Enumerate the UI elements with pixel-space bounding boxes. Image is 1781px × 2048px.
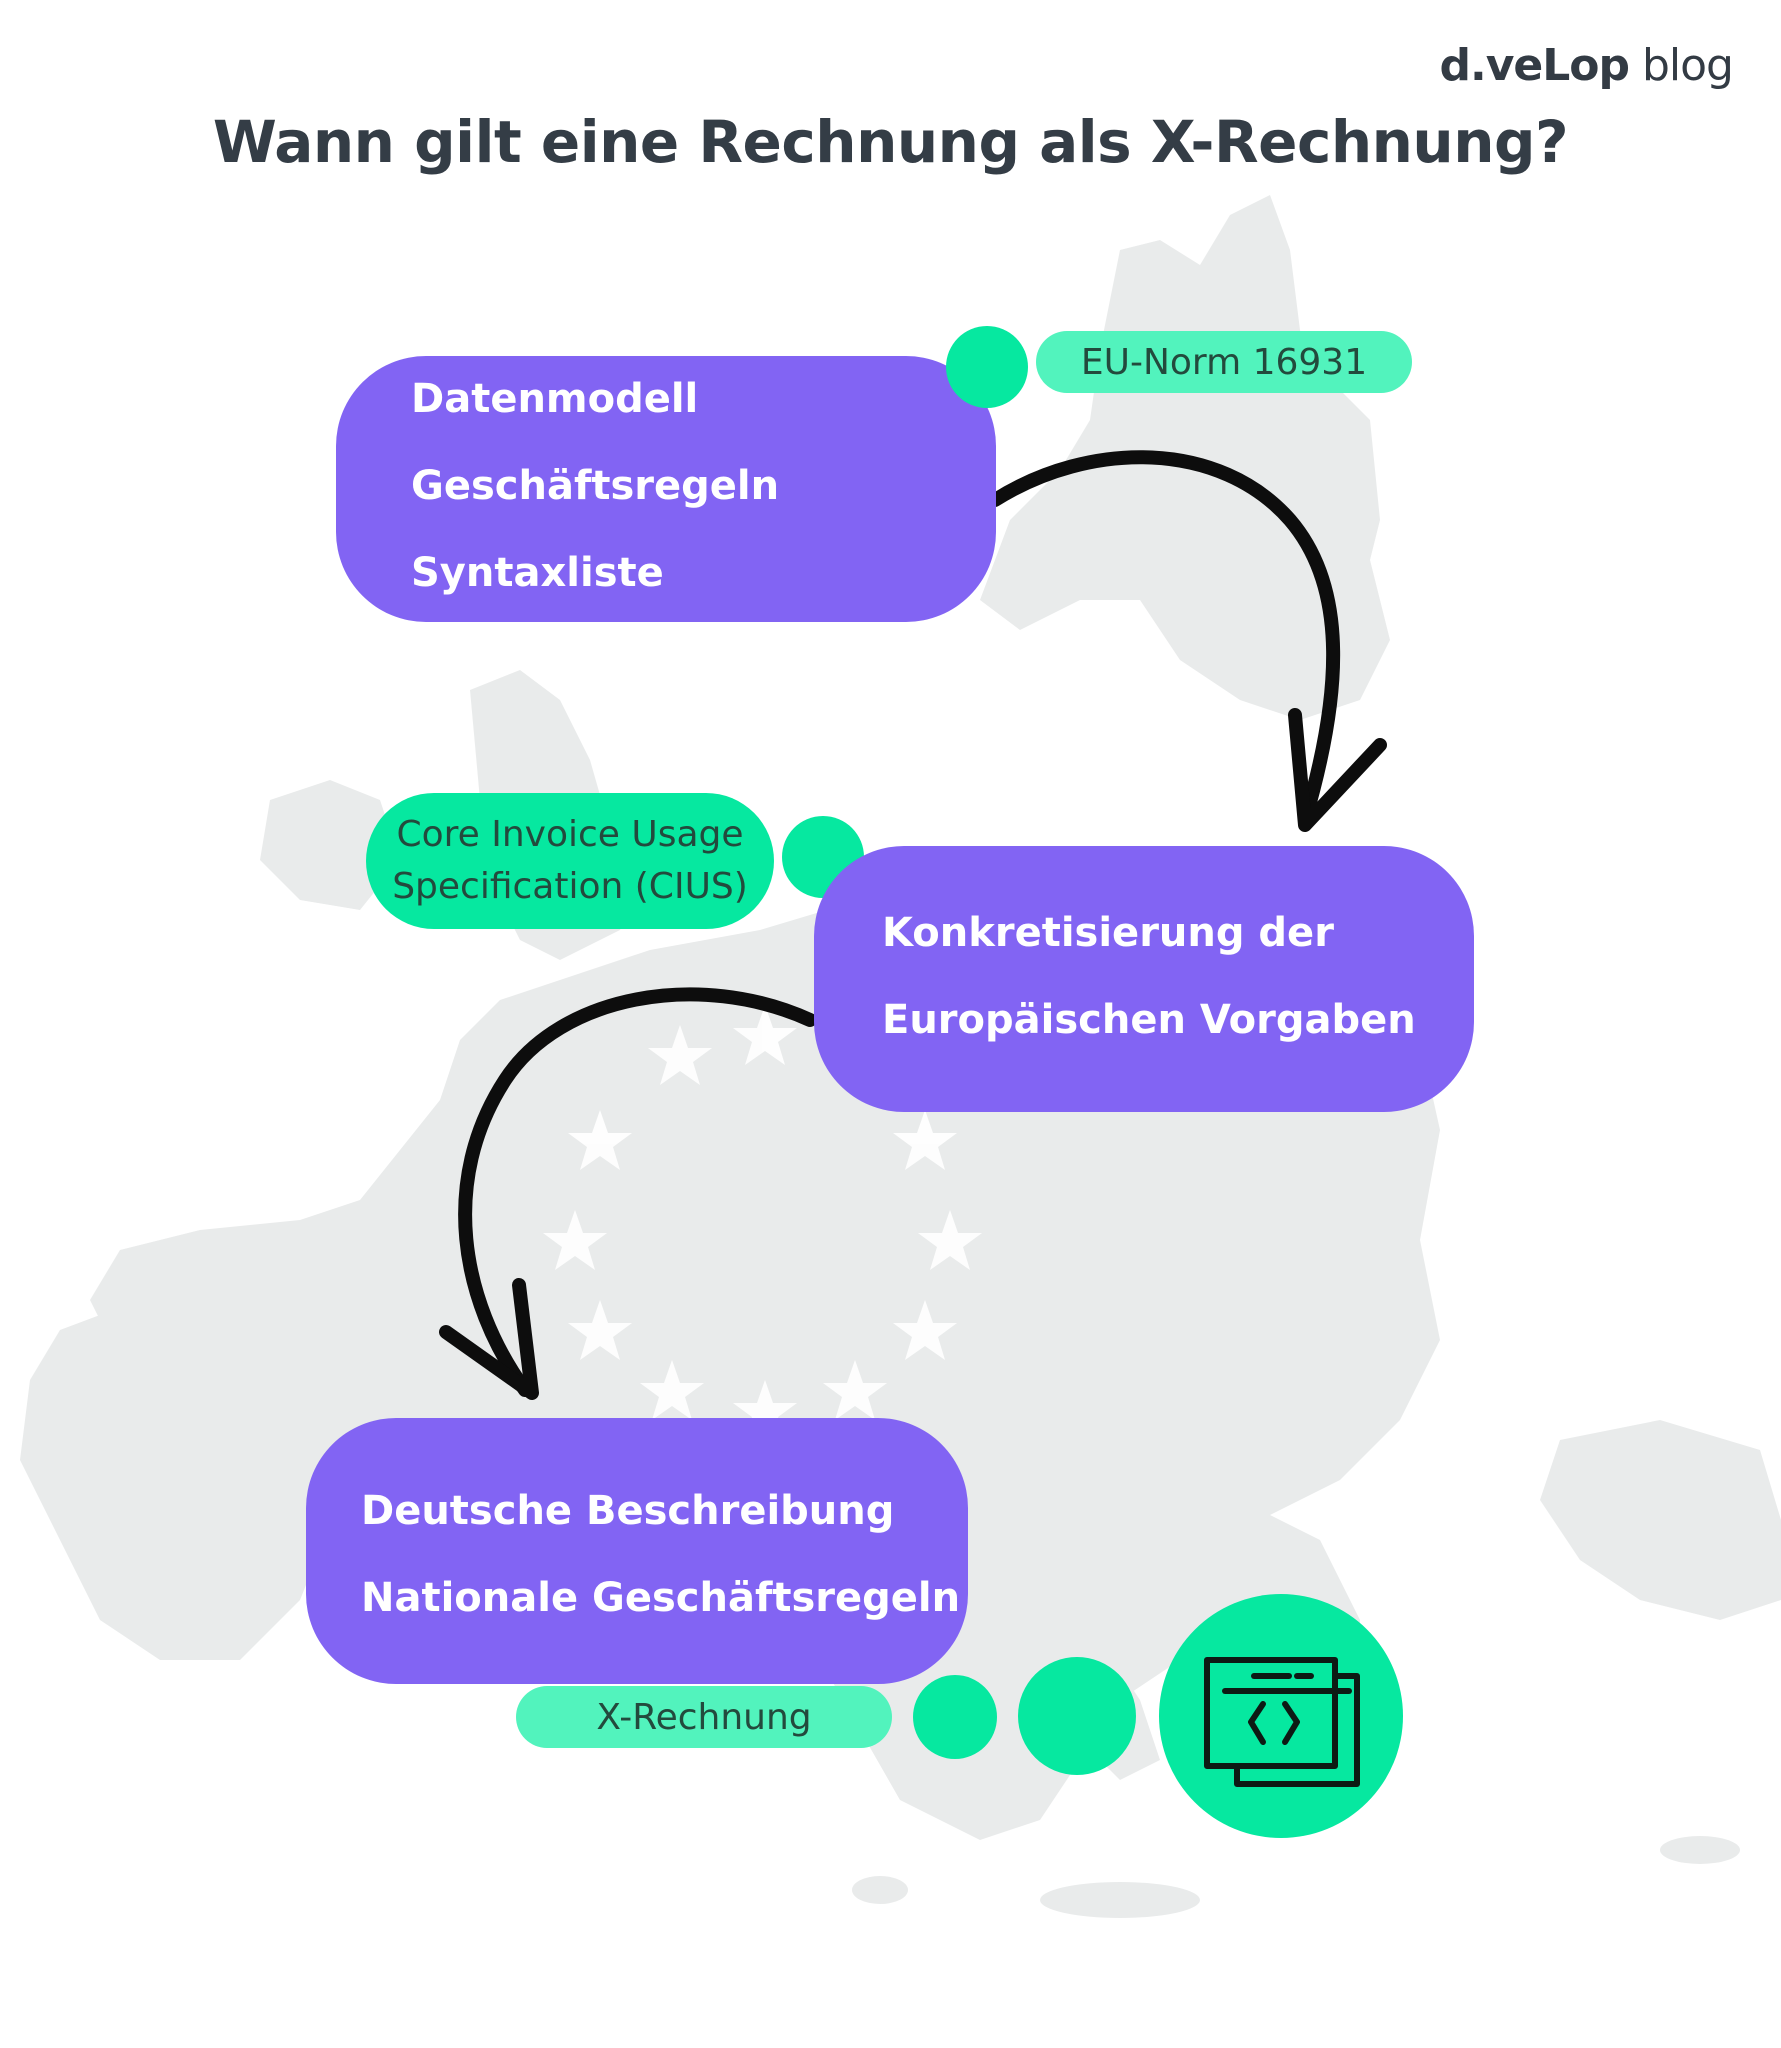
step2-line-2: Europäischen Vorgaben — [882, 997, 1416, 1043]
step3-line-2: Nationale Geschäftsregeln — [361, 1575, 961, 1621]
tag-cius-line-2: Specification (CIUS) — [392, 866, 748, 907]
arrow-step2-to-step3-head — [439, 1278, 539, 1400]
code-window-icon — [1204, 1657, 1360, 1787]
brand-logo-light: blog — [1629, 40, 1734, 91]
result-icon-circle — [1159, 1594, 1403, 1838]
connector-dot — [946, 326, 1028, 408]
step-card-national: Deutsche Beschreibung Nationale Geschäft… — [306, 1418, 968, 1684]
step1-line-3: Syntaxliste — [411, 550, 664, 596]
arrow-step2-to-step3 — [458, 987, 817, 1397]
brand-logo-bold: d.veLop — [1439, 40, 1630, 91]
step3-line-1: Deutsche Beschreibung — [361, 1488, 895, 1534]
step2-line-1: Konkretisierung der — [882, 910, 1334, 956]
connector-dot-small — [913, 1675, 997, 1759]
step-card-eu-norm: Datenmodell Geschäftsregeln Syntaxliste — [336, 356, 996, 622]
connector-dot-medium — [1018, 1657, 1136, 1775]
tag-cius-line-1: Core Invoice Usage — [396, 814, 744, 855]
tag-x-rechnung: X-Rechnung — [516, 1686, 892, 1748]
tag-eu-norm: EU-Norm 16931 — [1036, 331, 1412, 393]
tag-x-rechnung-label: X-Rechnung — [596, 1696, 812, 1738]
page-title: Wann gilt eine Rechnung als X-Rechnung? — [212, 108, 1569, 176]
arrow-step1-to-step2 — [988, 450, 1341, 827]
brand-logo: d.veLop blog — [1439, 40, 1735, 91]
step-card-cius: Konkretisierung der Europäischen Vorgabe… — [814, 846, 1474, 1112]
tag-cius: Core Invoice Usage Specification (CIUS) — [366, 793, 774, 929]
arrow-step1-to-step2-head — [1288, 708, 1387, 832]
tag-eu-norm-label: EU-Norm 16931 — [1080, 341, 1368, 383]
step1-line-2: Geschäftsregeln — [411, 463, 780, 509]
eu-stars — [543, 1005, 982, 1440]
step1-line-1: Datenmodell — [411, 376, 699, 422]
